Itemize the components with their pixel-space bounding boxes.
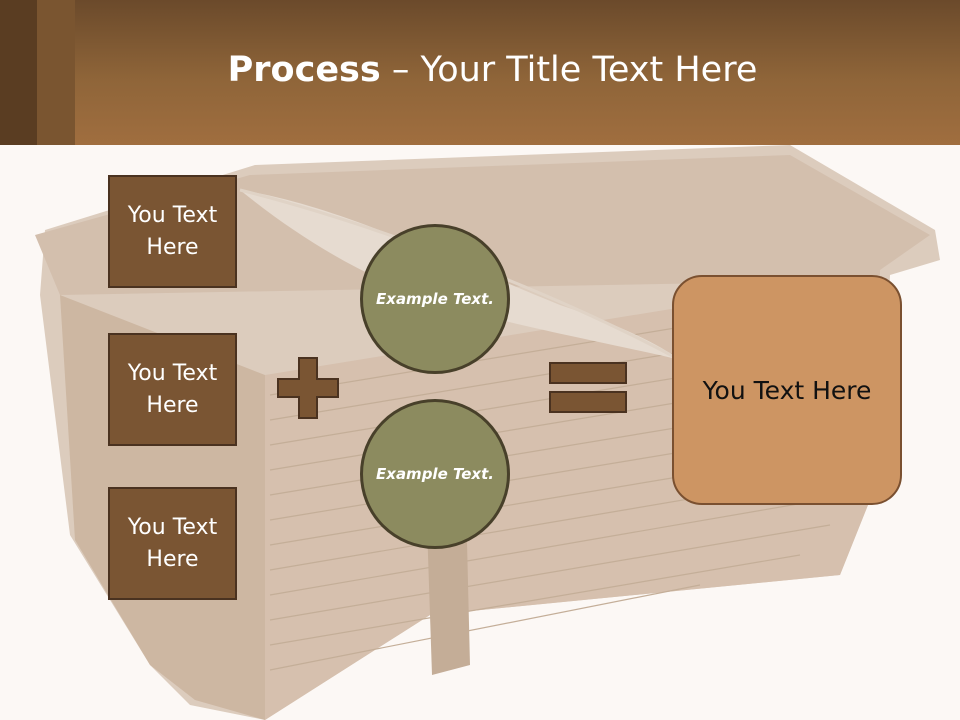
- input-box-3: You Text Here: [108, 487, 237, 600]
- header-bar: Process – Your Title Text Here: [0, 0, 960, 145]
- example-circle-2: Example Text.: [360, 399, 510, 549]
- title-bold: Process: [227, 50, 381, 90]
- equals-icon: [549, 362, 627, 413]
- input-box-2: You Text Here: [108, 333, 237, 446]
- input-box-1: You Text Here: [108, 175, 237, 288]
- header-accent-strip: [37, 0, 75, 145]
- header-accent-strip: [0, 0, 37, 145]
- plus-icon: [277, 357, 339, 419]
- example-circle-1: Example Text.: [360, 224, 510, 374]
- page-title: Process – Your Title Text Here: [0, 50, 960, 90]
- result-box: You Text Here: [672, 275, 902, 505]
- title-rest: – Your Title Text Here: [380, 50, 758, 90]
